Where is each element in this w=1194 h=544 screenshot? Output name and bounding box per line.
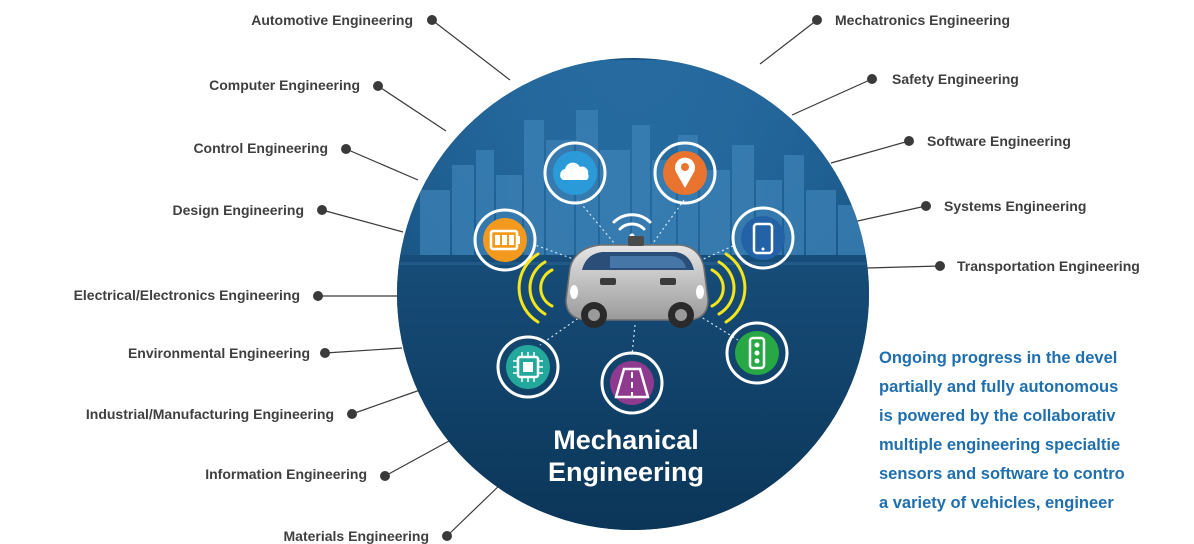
center-title-line-1: Mechanical xyxy=(553,425,699,455)
smartphone-icon xyxy=(731,206,795,270)
battery-icon xyxy=(473,208,537,272)
description-line: a variety of vehicles, engineer xyxy=(879,494,1114,512)
label-text: Transportation Engineering xyxy=(957,258,1140,274)
label-dot xyxy=(921,201,931,211)
label-electrical-electronics-engineering: Electrical/Electronics Engineering xyxy=(74,287,323,303)
left-labels: Automotive Engineering Computer Engineer… xyxy=(74,12,452,544)
road-icon xyxy=(600,351,664,415)
center-circle: Mechanical Engineering xyxy=(397,58,869,530)
signal-waves-left xyxy=(517,252,554,324)
label-dot xyxy=(904,136,914,146)
description-line: sensors and software to contro xyxy=(879,465,1125,483)
label-text: Computer Engineering xyxy=(209,77,360,93)
label-materials-engineering: Materials Engineering xyxy=(284,528,452,544)
description-line: multiple engineering specialtie xyxy=(879,436,1121,454)
location-pin-icon xyxy=(653,141,717,205)
label-safety-engineering: Safety Engineering xyxy=(867,71,1019,87)
label-text: Industrial/Manufacturing Engineering xyxy=(86,406,334,422)
description-line: Ongoing progress in the devel xyxy=(879,349,1118,367)
label-mechatronics-engineering: Mechatronics Engineering xyxy=(812,12,1010,28)
label-transportation-engineering: Transportation Engineering xyxy=(935,258,1140,274)
label-dot xyxy=(442,531,452,541)
label-text: Safety Engineering xyxy=(892,71,1019,87)
label-information-engineering: Information Engineering xyxy=(205,466,390,482)
description-line: partially and fully autonomous xyxy=(879,378,1119,396)
label-computer-engineering: Computer Engineering xyxy=(209,77,383,93)
label-dot xyxy=(347,409,357,419)
label-control-engineering: Control Engineering xyxy=(193,140,351,156)
label-dot xyxy=(317,205,327,215)
city-skyline xyxy=(420,110,868,270)
cloud-icon xyxy=(543,141,607,205)
label-text: Information Engineering xyxy=(205,466,367,482)
label-dot xyxy=(427,15,437,25)
right-labels: Mechatronics Engineering Safety Engineer… xyxy=(812,12,1140,274)
label-software-engineering: Software Engineering xyxy=(904,133,1071,149)
signal-waves-right xyxy=(710,252,747,324)
label-text: Control Engineering xyxy=(193,140,328,156)
label-dot xyxy=(935,261,945,271)
label-environmental-engineering: Environmental Engineering xyxy=(128,345,330,361)
center-title-line-2: Engineering xyxy=(548,457,704,487)
label-dot xyxy=(320,348,330,358)
label-text: Electrical/Electronics Engineering xyxy=(74,287,300,303)
label-text: Environmental Engineering xyxy=(128,345,310,361)
autonomous-car-icon xyxy=(565,236,709,328)
description-text: Ongoing progress in the devel partially … xyxy=(879,344,1194,518)
label-automotive-engineering: Automotive Engineering xyxy=(251,12,437,28)
label-text: Automotive Engineering xyxy=(251,12,413,28)
label-dot xyxy=(380,471,390,481)
label-dot xyxy=(867,74,877,84)
chip-icon xyxy=(496,335,560,399)
label-dot xyxy=(373,81,383,91)
label-dot xyxy=(341,144,351,154)
label-text: Design Engineering xyxy=(173,202,304,218)
label-text: Systems Engineering xyxy=(944,198,1086,214)
label-text: Materials Engineering xyxy=(284,528,429,544)
connector-lines xyxy=(318,19,941,537)
label-dot xyxy=(313,291,323,301)
center-title: Mechanical Engineering xyxy=(548,425,705,488)
label-text: Software Engineering xyxy=(927,133,1071,149)
label-dot xyxy=(812,15,822,25)
traffic-light-icon xyxy=(725,321,789,385)
label-systems-engineering: Systems Engineering xyxy=(921,198,1086,214)
label-text: Mechatronics Engineering xyxy=(835,12,1010,28)
description-line: is powered by the collaborativ xyxy=(879,407,1116,425)
label-design-engineering: Design Engineering xyxy=(173,202,327,218)
label-industrial-manufacturing-engineering: Industrial/Manufacturing Engineering xyxy=(86,406,357,422)
